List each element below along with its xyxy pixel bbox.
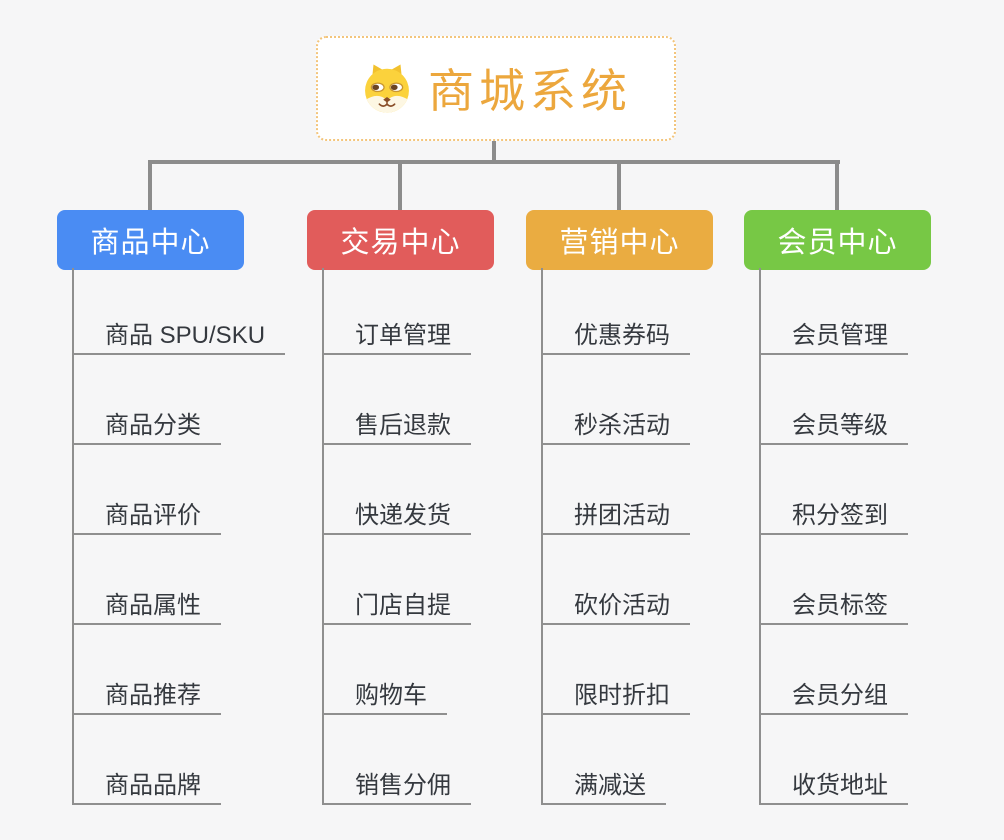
topic-item-member-center-5[interactable]: 收货地址 (759, 767, 908, 805)
topic-item-trade-center-3[interactable]: 门店自提 (322, 587, 471, 625)
branch-line-trade-center (322, 268, 324, 805)
branch-line-member-center (759, 268, 761, 805)
topic-item-member-center-4[interactable]: 会员分组 (759, 677, 908, 715)
topic-item-member-center-0[interactable]: 会员管理 (759, 317, 908, 355)
topic-item-marketing-center-4[interactable]: 限时折扣 (541, 677, 690, 715)
topic-item-product-center-5[interactable]: 商品品牌 (72, 767, 221, 805)
topic-item-member-center-2[interactable]: 积分签到 (759, 497, 908, 535)
branch-node-marketing-center[interactable]: 营销中心 (526, 210, 713, 270)
topic-item-product-center-4[interactable]: 商品推荐 (72, 677, 221, 715)
topic-item-marketing-center-5[interactable]: 满减送 (541, 767, 666, 805)
connector-drop-product-center (148, 160, 152, 210)
branch-node-member-center[interactable]: 会员中心 (744, 210, 931, 270)
root-topic-label: 商城系统 (428, 64, 632, 117)
topic-item-trade-center-4[interactable]: 购物车 (322, 677, 447, 715)
doge-icon (365, 64, 409, 113)
topic-item-marketing-center-2[interactable]: 拼团活动 (541, 497, 690, 535)
root-topic[interactable]: 商城系统 (316, 36, 676, 141)
topic-item-marketing-center-1[interactable]: 秒杀活动 (541, 407, 690, 445)
topic-item-product-center-2[interactable]: 商品评价 (72, 497, 221, 535)
topic-item-member-center-1[interactable]: 会员等级 (759, 407, 908, 445)
connector-drop-trade-center (398, 160, 402, 210)
branch-node-product-center[interactable]: 商品中心 (57, 210, 244, 270)
topic-item-product-center-3[interactable]: 商品属性 (72, 587, 221, 625)
topic-item-member-center-3[interactable]: 会员标签 (759, 587, 908, 625)
branch-line-product-center (72, 268, 74, 805)
connector-root-stem (492, 139, 496, 164)
topic-item-product-center-0[interactable]: 商品 SPU/SKU (72, 317, 286, 355)
topic-item-marketing-center-3[interactable]: 砍价活动 (541, 587, 690, 625)
topic-item-product-center-1[interactable]: 商品分类 (72, 407, 221, 445)
topic-item-trade-center-0[interactable]: 订单管理 (322, 317, 471, 355)
topic-item-trade-center-2[interactable]: 快递发货 (322, 497, 471, 535)
connector-drop-marketing-center (617, 160, 621, 210)
branch-line-marketing-center (541, 268, 543, 805)
topic-item-marketing-center-0[interactable]: 优惠券码 (541, 317, 690, 355)
branch-node-trade-center[interactable]: 交易中心 (307, 210, 494, 270)
connector-drop-member-center (835, 160, 839, 210)
topic-item-trade-center-1[interactable]: 售后退款 (322, 407, 471, 445)
topic-item-trade-center-5[interactable]: 销售分佣 (322, 767, 471, 805)
connector-horizontal (148, 160, 840, 164)
